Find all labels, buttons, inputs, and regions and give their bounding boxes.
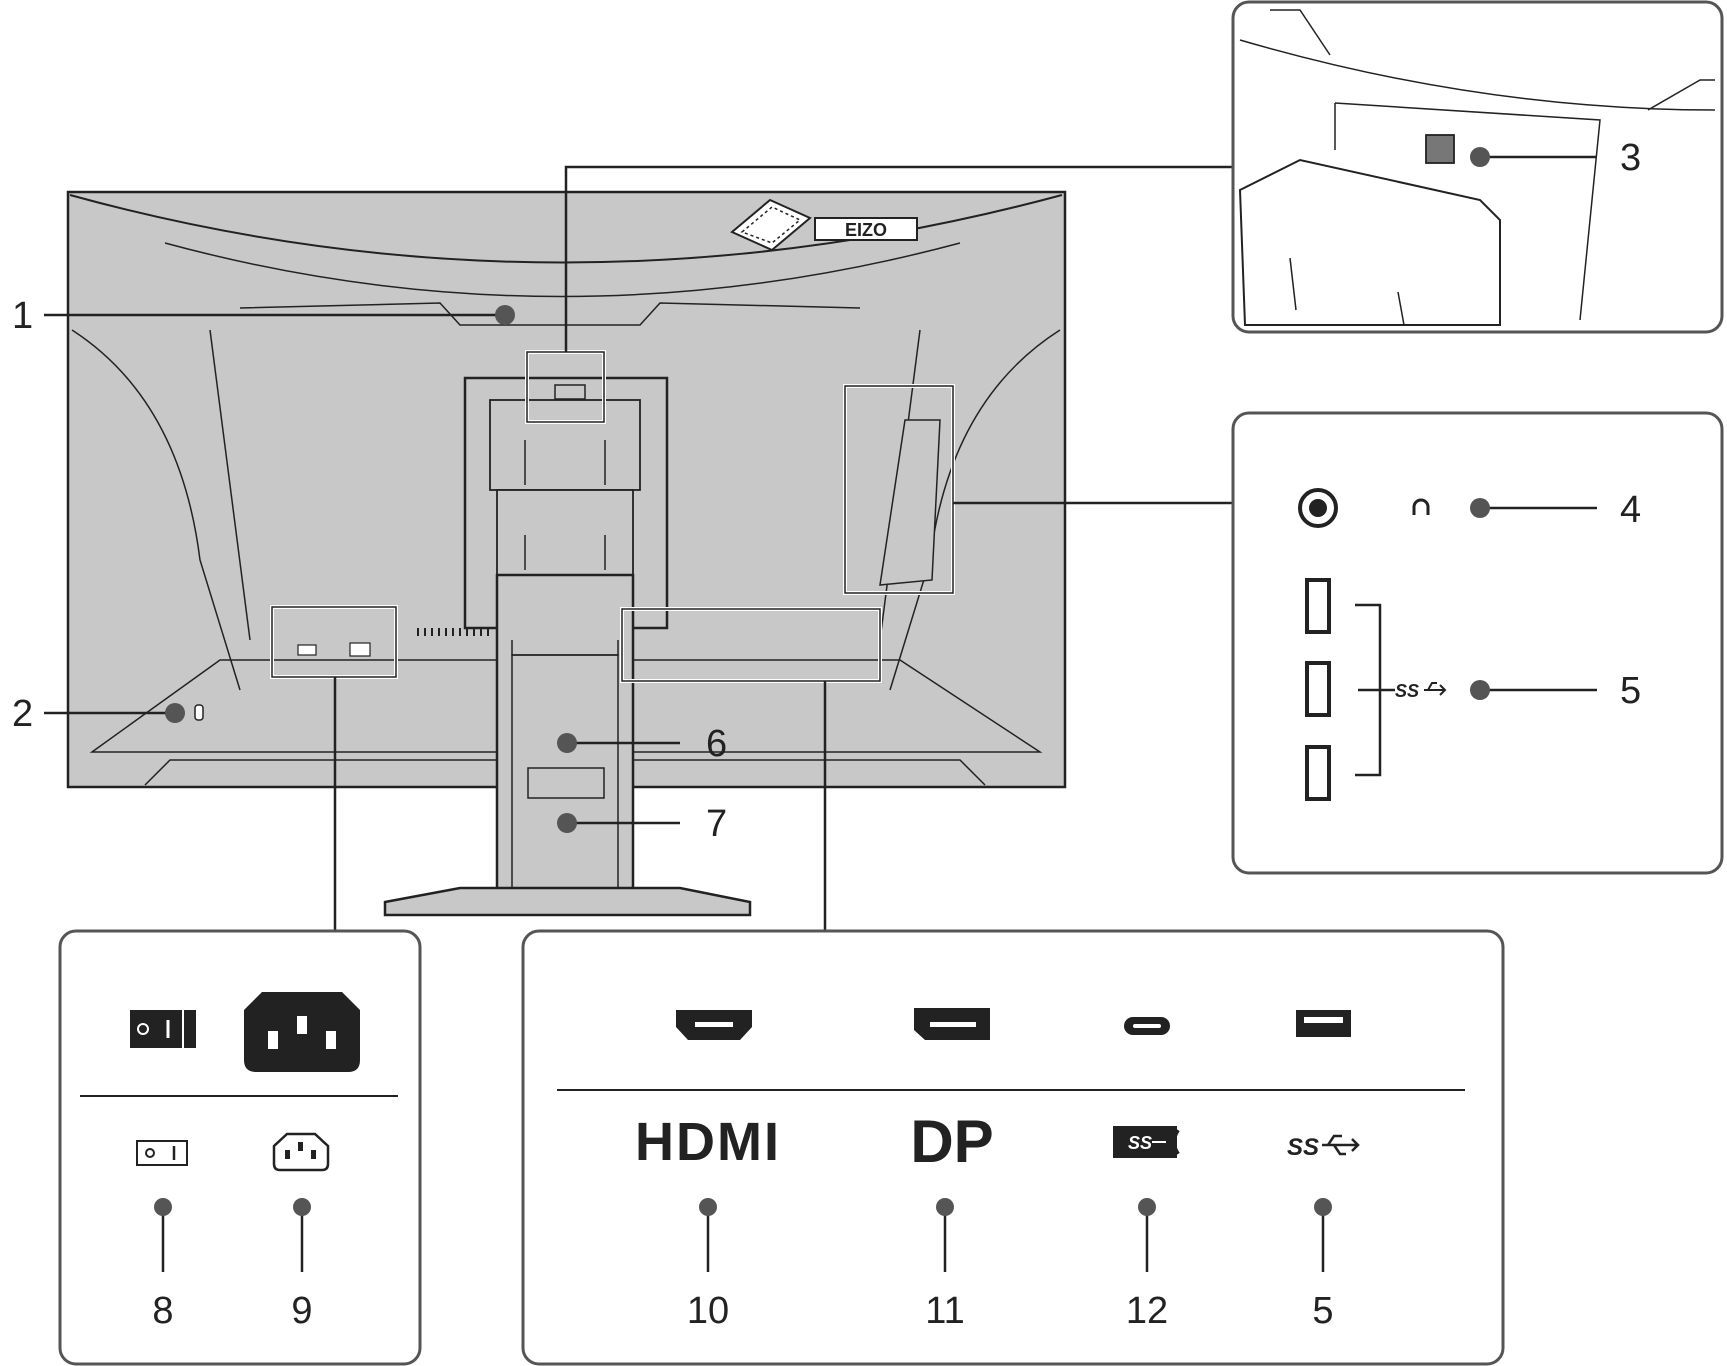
callout-dot-1 [495, 305, 515, 325]
callout-6: 6 [706, 723, 727, 765]
callout-12: 12 [1126, 1290, 1168, 1332]
callout-7: 7 [706, 803, 727, 845]
power-connector-symbol [272, 1132, 330, 1172]
main-power-switch [130, 1010, 196, 1048]
callout-dot-5 [1470, 680, 1490, 700]
panel-power-button: 3 [1231, 0, 1724, 334]
callout-dot-2 [165, 703, 185, 723]
brand-text: EIZO [845, 220, 887, 240]
power-switch-symbol [136, 1140, 188, 1166]
panel-side-ports: 4 SS 5 [1231, 411, 1724, 875]
usb-ss-logo: SS [1287, 1134, 1360, 1161]
callout-8: 8 [152, 1290, 173, 1332]
panel-video-inputs: HDMI DP SS SS 10 11 12 5 [521, 929, 1505, 1366]
usb-port-2 [1305, 661, 1331, 717]
hdmi-logo: HDMI [635, 1112, 781, 1172]
callout-1: 1 [12, 295, 33, 337]
callout-dot-10 [699, 1198, 717, 1216]
power-button [1425, 134, 1455, 164]
headphone-icon [1412, 498, 1430, 515]
callout-4: 4 [1620, 489, 1641, 531]
usb-c-ss-logo: SS [1113, 1126, 1180, 1158]
callout-2: 2 [12, 693, 33, 735]
callout-dot-7 [557, 813, 577, 833]
stand [417, 376, 669, 893]
callout-9: 9 [291, 1290, 312, 1332]
callout-dot-4 [1470, 498, 1490, 518]
callout-10: 10 [687, 1290, 729, 1332]
usb-ss-icon: SS [1395, 681, 1419, 701]
usb-c-ss-text: SS [1128, 1133, 1152, 1153]
callout-11: 11 [925, 1290, 964, 1332]
usb-port-1 [1305, 578, 1331, 634]
security-slot [194, 704, 204, 721]
usb-ss-text: SS [1287, 1134, 1319, 1161]
usb-port-3 [1305, 745, 1331, 801]
stand-base [383, 886, 752, 917]
eizo-logo: EIZO [730, 198, 918, 252]
callout-dot-11 [936, 1198, 954, 1216]
callout-dot-12 [1138, 1198, 1156, 1216]
callout-dot-8 [154, 1198, 172, 1216]
callout-dot-9 [293, 1198, 311, 1216]
panel-power-inputs: 8 9 [58, 929, 422, 1366]
callout-dot-6 [557, 733, 577, 753]
usb-a-port [1296, 1010, 1351, 1037]
callout-5-bottom: 5 [1312, 1290, 1333, 1332]
dp-logo: DP [910, 1108, 993, 1175]
callout-5: 5 [1620, 670, 1641, 712]
callout-dot-3 [1470, 147, 1490, 167]
callout-dot-5b [1314, 1198, 1332, 1216]
callout-3: 3 [1620, 137, 1641, 179]
